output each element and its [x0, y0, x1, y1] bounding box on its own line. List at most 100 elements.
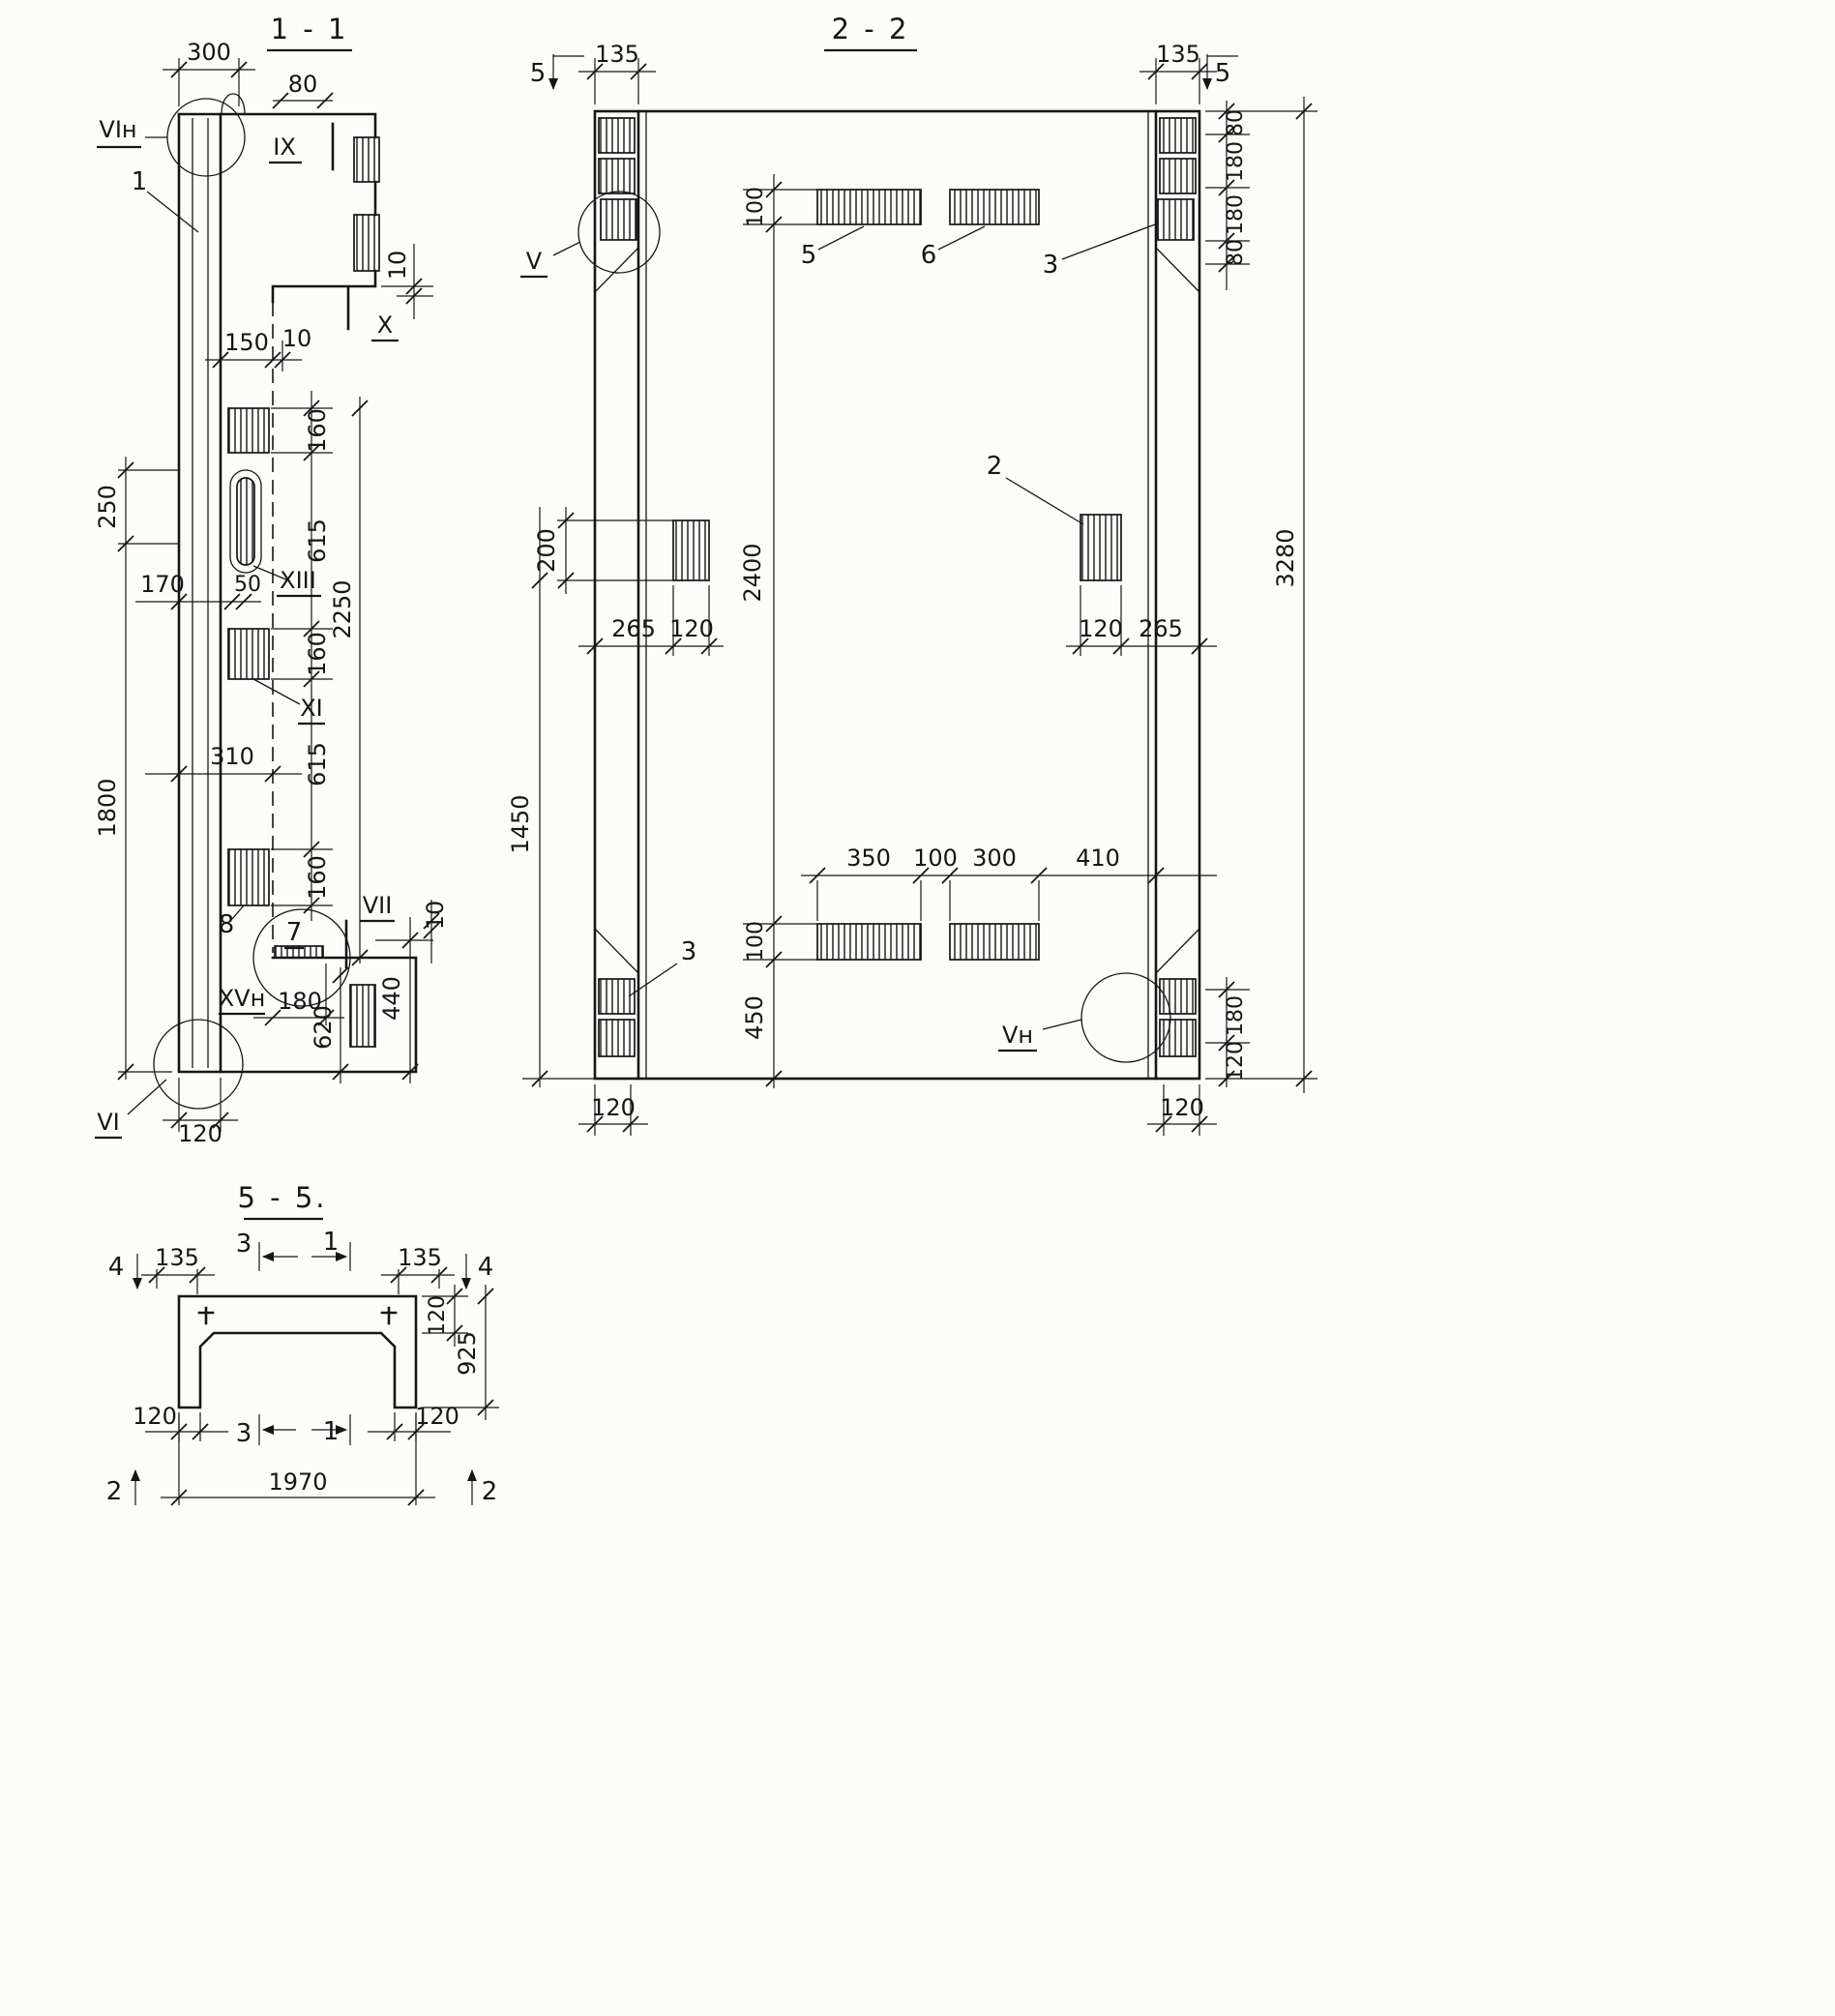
- rib-hatch: [1157, 198, 1195, 241]
- dim-10-head-label: 10: [384, 251, 411, 281]
- rib-hatch: [598, 158, 636, 194]
- dim-300-label: 300: [972, 845, 1017, 872]
- dim-310-label: 310: [210, 743, 254, 770]
- dim-450-label: 450: [741, 995, 768, 1040]
- detail-label-v: V: [526, 248, 543, 275]
- embed-plate-6: [949, 189, 1040, 225]
- dim-620-label: 620: [310, 1005, 337, 1050]
- embed-plate-5: [816, 189, 922, 225]
- dim-615a-label: 615: [304, 519, 331, 563]
- section-2-2-title: 2 - 2: [832, 13, 910, 45]
- embed-plate-a: [227, 407, 270, 454]
- dim-250-label: 250: [94, 485, 121, 529]
- part-label-3-top: 3: [1043, 251, 1059, 280]
- detail-circle-v-n: [1080, 972, 1171, 1063]
- dim-120-bot-label: 120: [1224, 1041, 1248, 1082]
- rib-hatch: [1159, 1019, 1197, 1057]
- part-label-8: 8: [219, 910, 235, 939]
- dim-150-label: 150: [224, 329, 269, 356]
- section-2-2: 2 - 2 5 5 135 135 80 180 180 80 V 100 5 …: [507, 13, 1317, 1136]
- dim-120-bl-label: 120: [591, 1094, 636, 1121]
- lifting-loop: [221, 93, 246, 115]
- dim-265-left-label: 265: [611, 615, 656, 642]
- panel-outline: [593, 109, 1201, 1081]
- dim-200-label: 200: [533, 528, 560, 573]
- dim-3280-label: 3280: [1272, 528, 1299, 587]
- detail-label-v-n: Vн: [1002, 1022, 1033, 1049]
- rib-hatch: [1159, 117, 1197, 154]
- dim-1800-label: 1800: [94, 778, 121, 837]
- section-2-2-linework: [552, 109, 1201, 1081]
- bar-mark-3-top: 3: [236, 1230, 252, 1259]
- dim-80-label: 80: [288, 71, 318, 98]
- corner-bar-mark-right: [380, 1306, 398, 1325]
- keyway-hatch-foot: [349, 984, 376, 1048]
- dim-120-br-label: 120: [415, 1403, 459, 1430]
- dim-615b-label: 615: [304, 742, 331, 786]
- part-label-3-bot: 3: [681, 937, 697, 966]
- section-5-5-linework: [177, 1294, 418, 1409]
- dim-100-mid-label: 100: [913, 845, 958, 872]
- bar-mark-1-top: 1: [323, 1228, 340, 1257]
- dim-410-label: 410: [1076, 845, 1120, 872]
- rib-hatch: [1159, 978, 1197, 1015]
- section-label-x: X: [377, 311, 393, 339]
- embed-plate-b: [227, 628, 270, 680]
- section-5-5-dimensions: [131, 1242, 499, 1506]
- section-label-xi: XI: [300, 695, 323, 722]
- dim-120-flange-label: 120: [426, 1295, 450, 1336]
- dim-135-right-label: 135: [1156, 41, 1200, 68]
- bar-mark-1-bot: 1: [323, 1417, 340, 1446]
- dim-2250-label: 2250: [329, 579, 356, 638]
- section-1-1-title: 1 - 1: [271, 13, 349, 45]
- bar-mark-3-bot: 3: [236, 1419, 252, 1448]
- dim-180-top1-label: 180: [1224, 141, 1248, 182]
- cut-marker-5-right: 5: [1215, 59, 1231, 88]
- corner-bar-mark-left: [197, 1306, 215, 1325]
- section-5-5: 5 - 5. 4 135 3 1 135 4 120 925 120 3 1 1…: [106, 1181, 499, 1506]
- dim-2400-label: 2400: [739, 543, 766, 602]
- dim-180-bot-label: 180: [1224, 995, 1248, 1036]
- dim-50-label: 50: [234, 573, 261, 597]
- part-label-6: 6: [921, 241, 937, 270]
- detail-label-xv-n: XVн: [219, 985, 266, 1012]
- detail-circle-v: [577, 191, 661, 274]
- cut-marker-2-right: 2: [482, 1477, 498, 1506]
- detail-circle-7: [252, 908, 351, 1007]
- dim-925-label: 925: [454, 1331, 481, 1376]
- dim-135-left-label: 135: [595, 41, 639, 68]
- dim-160a-label: 160: [304, 408, 331, 453]
- dim-100-top-label: 100: [744, 187, 768, 227]
- slot-hatch: [236, 477, 255, 566]
- dim-80-top2-label: 80: [1224, 239, 1248, 266]
- rib-hatch: [1159, 158, 1197, 194]
- embed-plate-2: [1080, 514, 1122, 581]
- dim-300-label: 300: [187, 39, 231, 66]
- keyway-hatch-top-2: [353, 214, 380, 272]
- rib-hatch: [598, 117, 636, 154]
- section-1-1: 1 - 1 300 80 VIн IX 1 10 X 150 10 160 61…: [94, 13, 449, 1147]
- dim-10-gap-label: 10: [282, 325, 312, 352]
- cut-marker-4-right: 4: [478, 1253, 494, 1282]
- section-1-1-dimensions: [117, 58, 440, 1132]
- rib-hatch: [600, 198, 637, 241]
- dim-135-left-label: 135: [155, 1244, 199, 1271]
- dim-160c-label: 160: [304, 855, 331, 900]
- keyway-hatch-top-1: [353, 136, 380, 183]
- dim-1450-label: 1450: [507, 794, 534, 853]
- embed-plate-bottom-right: [949, 923, 1040, 961]
- dim-160b-label: 160: [304, 632, 331, 676]
- slot-outline: [229, 469, 262, 574]
- dim-120-br-label: 120: [1160, 1094, 1204, 1121]
- dim-265-right-label: 265: [1139, 615, 1183, 642]
- cut-marker-4-left: 4: [108, 1253, 125, 1282]
- section-label-xiii: XIII: [280, 567, 316, 594]
- dim-120-label: 120: [178, 1120, 222, 1147]
- section-2-2-labels: 2 - 2 5 5 135 135 80 180 180 80 V 100 5 …: [507, 13, 1299, 1121]
- section-5-5-labels: 5 - 5. 4 135 3 1 135 4 120 925 120 3 1 1…: [106, 1181, 498, 1506]
- detail-label-vi-n: VIн: [99, 116, 136, 143]
- dim-10-foot-label: 10: [422, 901, 449, 931]
- cut-marker-2-left: 2: [106, 1477, 123, 1506]
